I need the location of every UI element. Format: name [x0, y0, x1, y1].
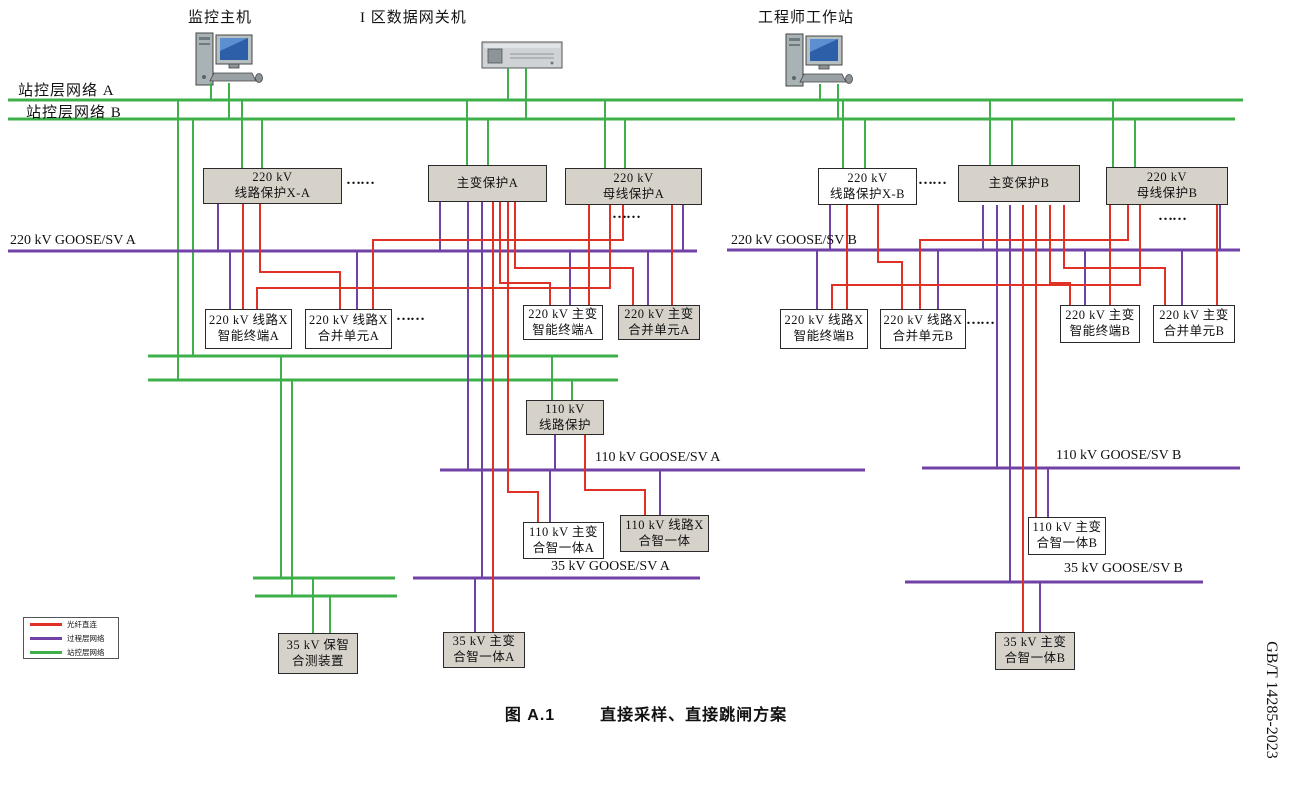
box-hz-35-tf-a: 35 kV 主变合智一体A	[443, 632, 525, 668]
box-label-line: 合智一体A	[453, 650, 515, 664]
box-label-line: 35 kV 主变	[452, 634, 516, 649]
legend-item-label: 过程层网络	[67, 633, 105, 643]
box-label-line: 220 kV	[847, 170, 888, 185]
ellipsis-mark: ……	[396, 308, 425, 324]
zone1-gateway-icon	[481, 41, 563, 69]
process-layer-connections	[217, 200, 1221, 633]
box-label-line: 合并单元B	[1163, 324, 1225, 338]
ellipsis-mark: ……	[1158, 208, 1187, 224]
box-label-line: 110 kV 主变	[1032, 520, 1102, 535]
zone1-gateway-label: I 区数据网关机	[360, 10, 467, 26]
ellipsis-mark: ……	[966, 312, 995, 328]
legend-item-process-layer: 过程层网络	[24, 633, 118, 644]
fiber-direct-connections	[242, 200, 1218, 632]
station-network-a-label: 站控层网络 A	[18, 83, 115, 99]
goose-35-b-label: 35 kV GOOSE/SV B	[1064, 561, 1183, 576]
box-label-line: 合智一体B	[1004, 651, 1066, 665]
box-label-line: 智能终端A	[217, 329, 280, 343]
box-label-line: 智能终端A	[532, 322, 594, 337]
box-label-line: 220 kV 主变	[1065, 308, 1135, 323]
monitor-host-label: 监控主机	[188, 10, 253, 26]
box-hz-110-tf-a: 110 kV 主变合智一体A	[523, 522, 604, 559]
box-label-line: 220 kV 线路X	[208, 313, 289, 328]
legend-item-label: 光纤直连	[67, 619, 97, 629]
box-label-line: 线路保护X-B	[829, 186, 906, 201]
box-mu-220-tf-b: 220 kV 主变合并单元B	[1153, 305, 1235, 343]
box-label-line: 合并单元B	[892, 329, 954, 343]
ellipsis-mark: ……	[346, 172, 375, 188]
legend-item-fiber-direct: 光纤直连	[24, 619, 118, 630]
figure-caption-title: 直接采样、直接跳闸方案	[600, 707, 788, 724]
box-label-line: 220 kV 线路X	[883, 313, 963, 328]
process-layer-line-swatch	[30, 636, 62, 640]
box-label-line: 110 kV	[545, 401, 585, 416]
ellipsis-mark: ……	[918, 172, 947, 188]
ellipsis-mark: ……	[612, 206, 641, 222]
box-mu-220-tf-a: 220 kV 主变合并单元A	[618, 305, 700, 340]
box-label-line: 220 kV 线路X	[308, 313, 389, 328]
box-label-line: 母线保护A	[602, 186, 665, 201]
goose-35-a-label: 35 kV GOOSE/SV A	[551, 559, 670, 574]
box-label-line: 35 kV 主变	[1003, 635, 1067, 650]
figure-caption-number: 图 A.1	[504, 707, 556, 724]
box-label-line: 合并单元A	[628, 322, 690, 337]
box-label-line: 智能终端B	[1069, 324, 1131, 338]
goose-220-a-label: 220 kV GOOSE/SV A	[10, 233, 136, 248]
goose-220-b-label: 220 kV GOOSE/SV B	[731, 233, 857, 248]
station-layer-network-lines	[8, 68, 1243, 633]
legend: 光纤直连过程层网络站控层网络	[23, 617, 119, 659]
goose-110-a-label: 110 kV GOOSE/SV A	[595, 450, 721, 465]
box-label-line: 合并单元A	[317, 329, 380, 343]
box-label-line: 线路保护X-A	[234, 186, 311, 200]
box-hz-35-tf-b: 35 kV 主变合智一体B	[995, 632, 1075, 670]
box-label-line: 合测装置	[291, 653, 344, 668]
box-label-line: 220 kV 主变	[624, 306, 694, 321]
monitor-host-icon	[195, 32, 263, 86]
box-label-line: 合智一体B	[1036, 536, 1098, 550]
box-st-220-tf-a: 220 kV 主变智能终端A	[523, 305, 603, 340]
box-label-line: 220 kV 主变	[528, 306, 598, 321]
box-label-line: 合智一体A	[532, 540, 595, 555]
box-prot-main-tf-a: 主变保护A	[428, 165, 547, 202]
station-layer-line-swatch	[30, 650, 62, 654]
box-label-line: 110 kV 主变	[528, 524, 599, 539]
box-label-line: 母线保护B	[1136, 186, 1198, 200]
engineer-workstation-label: 工程师工作站	[758, 10, 855, 26]
box-label-line: 智能终端B	[793, 329, 855, 343]
goose-110-b-label: 110 kV GOOSE/SV B	[1056, 448, 1182, 463]
box-st-220-tf-b: 220 kV 主变智能终端B	[1060, 305, 1140, 343]
box-label-line: 主变保护A	[456, 175, 519, 190]
box-label-line: 220 kV	[613, 170, 654, 185]
box-label-line: 220 kV 线路X	[784, 313, 864, 328]
box-prot-main-tf-b: 主变保护B	[958, 165, 1080, 202]
box-label-line: 110 kV 线路X	[625, 517, 704, 532]
box-label-line: 主变保护B	[988, 175, 1050, 190]
box-label-line: 220 kV 主变	[1159, 308, 1229, 323]
engineer-workstation-icon	[785, 33, 853, 87]
box-label-line: 合智一体	[638, 533, 691, 548]
legend-item-station-layer: 站控层网络	[24, 647, 118, 658]
legend-item-label: 站控层网络	[67, 647, 105, 657]
station-network-b-label: 站控层网络 B	[26, 105, 122, 121]
box-label-line: 线路保护	[538, 417, 591, 432]
box-label-line: 35 kV 保智	[286, 637, 350, 652]
standard-number-label: GB/T 14285-2023	[1263, 641, 1280, 759]
fiber-direct-line-swatch	[30, 622, 62, 626]
box-label-line: 220 kV	[1146, 170, 1188, 185]
box-bz-35: 35 kV 保智合测装置	[278, 633, 358, 674]
figure-caption: 图 A.1 直接采样、直接跳闸方案	[446, 701, 846, 725]
box-hz-110-tf-b: 110 kV 主变合智一体B	[1028, 517, 1106, 555]
box-label-line: 220 kV	[252, 170, 293, 185]
